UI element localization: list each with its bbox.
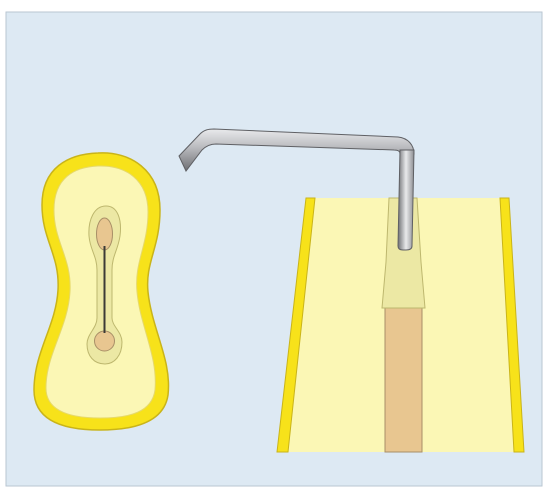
longitudinal-root-canal — [385, 304, 422, 452]
cross-section-pulp-bottom — [95, 331, 115, 351]
cross-section-pulp-top — [97, 218, 113, 250]
probe-shaft-vertical — [398, 150, 414, 250]
